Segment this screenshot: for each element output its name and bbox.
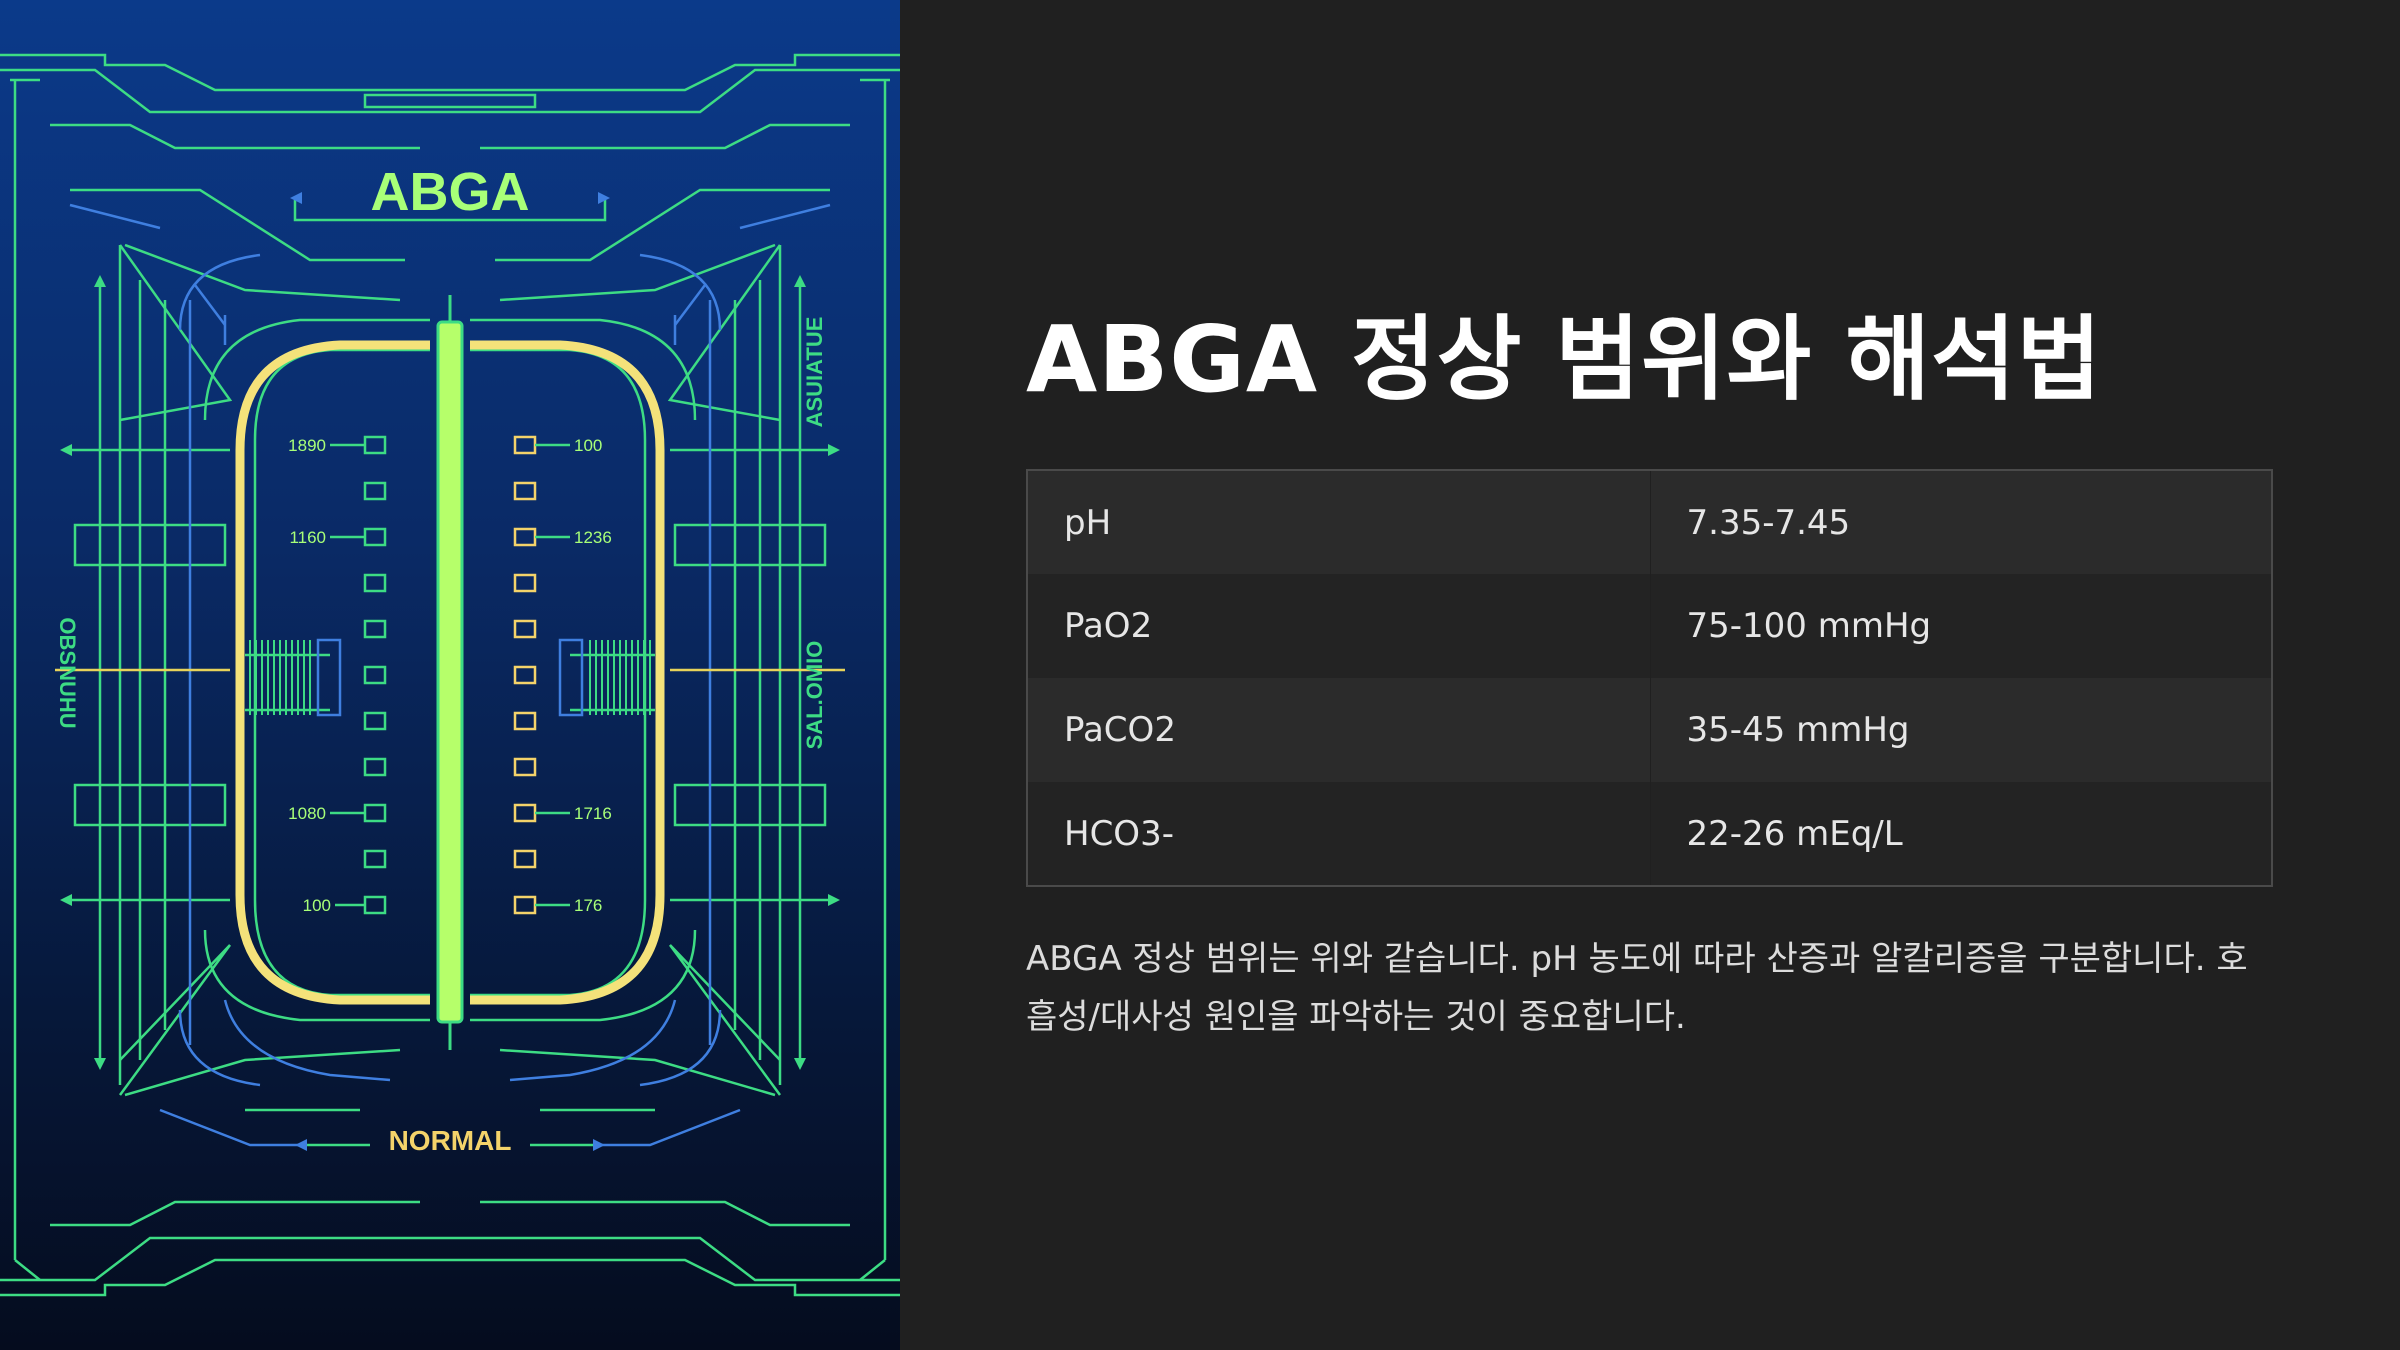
table-cell-value: 75-100 mmHg [1650, 574, 2272, 678]
right-tick-label: 176 [574, 896, 602, 915]
left-tick-label: 1160 [289, 528, 326, 547]
table-cell-parameter: pH [1027, 470, 1651, 574]
table-row: pH 7.35-7.45 [1027, 470, 2272, 574]
table-cell-value: 35-45 mmHg [1650, 678, 2272, 782]
center-bar [436, 320, 464, 1024]
right-bottom-label: SAL.OMIO [802, 641, 827, 750]
illustration-title: ABGA [371, 162, 530, 222]
abga-illustration: 1890 1160 1080 100 100 1236 1716 176 ABG… [0, 0, 900, 1350]
table-cell-parameter: HCO3- [1027, 782, 1651, 886]
description-text: ABGA 정상 범위는 위와 같습니다. pH 농도에 따라 산증과 알칼리증을… [1026, 939, 2248, 1037]
table-cell-value: 22-26 mEq/L [1650, 782, 2272, 886]
table-cell-parameter: PaO2 [1027, 574, 1651, 678]
left-tick-label: 100 [303, 896, 331, 915]
circuit-diagram: 1890 1160 1080 100 100 1236 1716 176 ABG… [0, 53, 900, 1297]
right-tick-label: 1716 [574, 804, 612, 823]
normal-range-table: pH 7.35-7.45 PaO2 75-100 mmHg PaCO2 35-4… [1026, 469, 2273, 887]
right-tick-label: 1236 [574, 528, 612, 547]
illustration-footer: NORMAL [389, 1125, 512, 1156]
left-side-label: OBSNUHU [55, 617, 80, 728]
page-title: ABGA 정상 범위와 해석법 [1026, 306, 2103, 413]
right-tick-label: 100 [574, 436, 602, 455]
capsule-left [235, 340, 430, 1005]
capsule-right [470, 340, 665, 1005]
table-row: PaCO2 35-45 mmHg [1027, 678, 2272, 782]
table-row: PaO2 75-100 mmHg [1027, 574, 2272, 678]
table-cell-parameter: PaCO2 [1027, 678, 1651, 782]
table-row: HCO3- 22-26 mEq/L [1027, 782, 2272, 886]
right-top-label: ASUIATUE [802, 317, 827, 428]
left-tick-label: 1890 [288, 436, 326, 455]
content-panel: ABGA 정상 범위와 해석법 pH 7.35-7.45 PaO2 75-100… [1026, 0, 2276, 1350]
left-tick-label: 1080 [288, 804, 326, 823]
table-cell-value: 7.35-7.45 [1650, 470, 2272, 574]
